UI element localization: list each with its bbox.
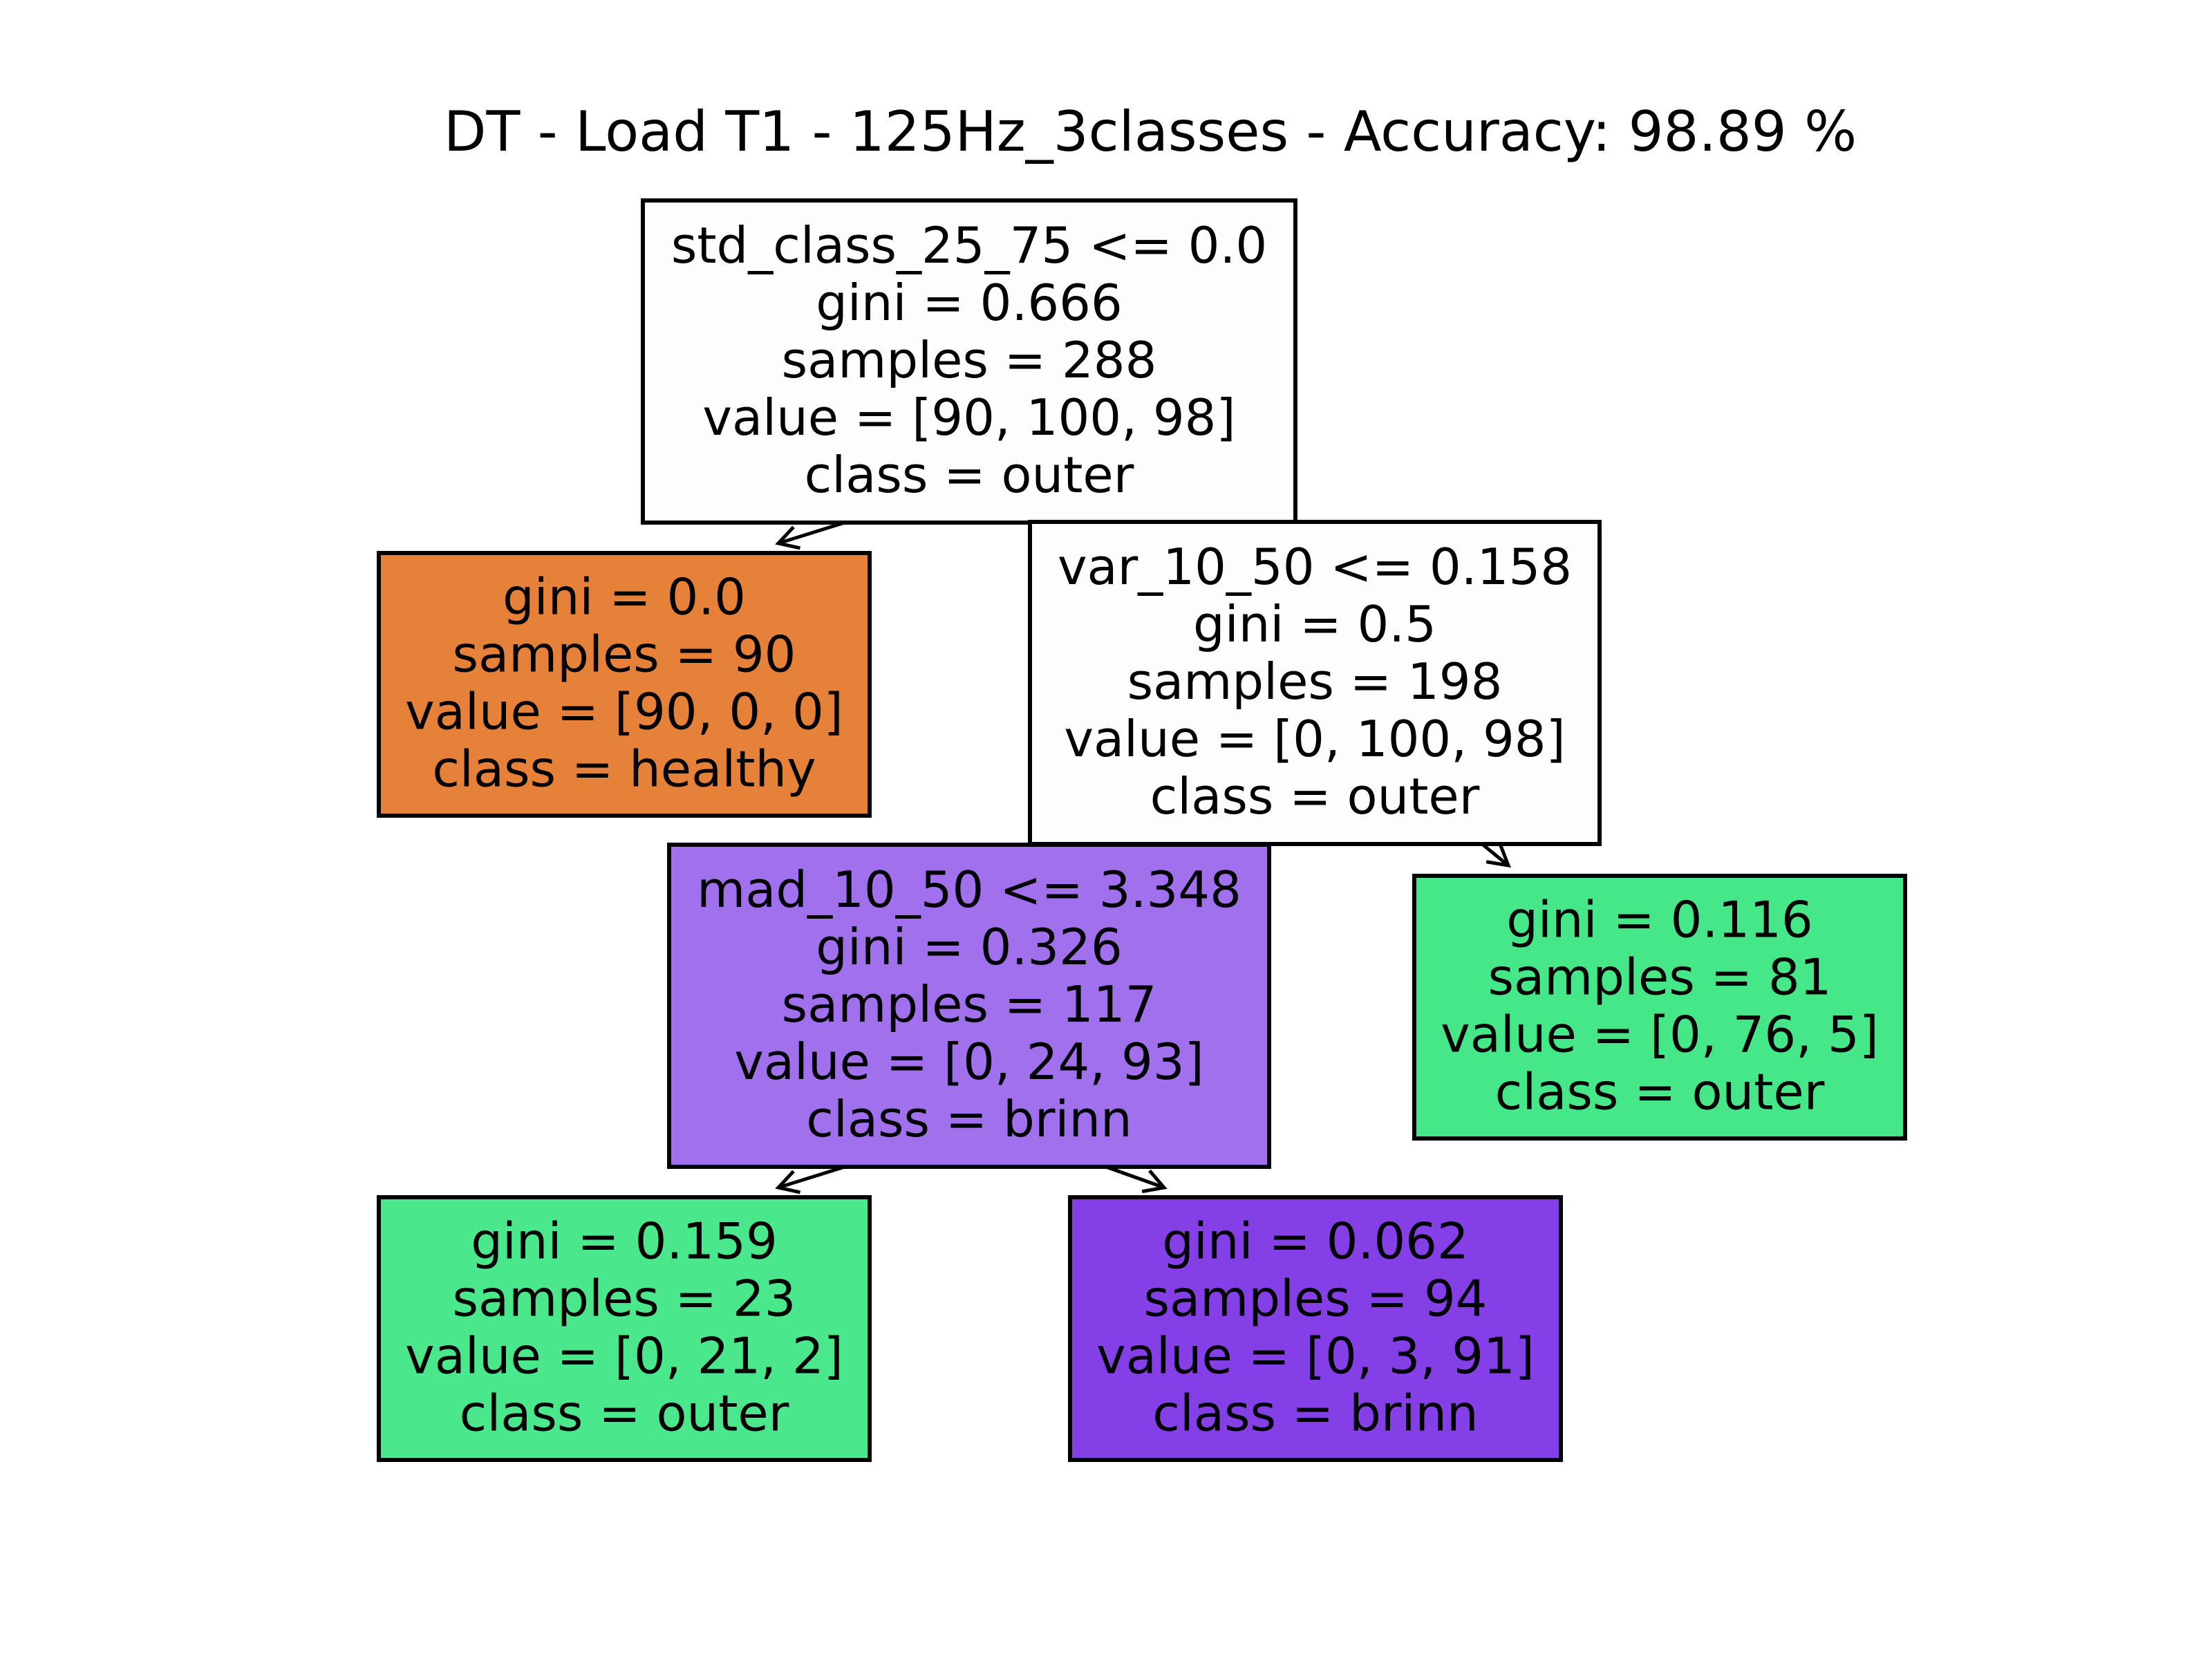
node-class-label: class = healthy (432, 740, 816, 798)
node-value-label: value = [0, 3, 91] (1096, 1327, 1535, 1385)
node-class-label: class = outer (1150, 767, 1480, 825)
edge-line (778, 1165, 845, 1190)
node-samples-label: samples = 23 (452, 1270, 796, 1328)
node-gini-label: gini = 0.062 (1162, 1212, 1469, 1271)
node-gini-label: gini = 0.5 (1193, 595, 1436, 653)
node-box (377, 1195, 872, 1462)
node-box (1068, 1195, 1563, 1462)
node-class-label: class = brinn (806, 1090, 1132, 1148)
node-gini-label: gini = 0.666 (816, 274, 1123, 332)
tree-edge (775, 521, 845, 550)
tree-edge (775, 1165, 845, 1194)
node-gini-label: gini = 0.0 (503, 568, 746, 626)
arrow-head-icon (775, 1170, 801, 1194)
arrow-head-icon (1485, 844, 1511, 868)
edge-line (778, 521, 845, 545)
node-class-label: class = outer (805, 446, 1134, 504)
edge-line (1105, 1165, 1165, 1190)
node-value-label: value = [0, 24, 93] (734, 1033, 1204, 1091)
arrow-head-icon (775, 525, 801, 550)
tree-edge (1481, 843, 1511, 868)
node-samples-label: samples = 81 (1488, 948, 1831, 1006)
tree-edge (1105, 1165, 1168, 1194)
node-samples-label: samples = 117 (782, 975, 1157, 1033)
node-box (667, 843, 1271, 1169)
node-box (1028, 520, 1602, 846)
node-value-label: value = [0, 100, 98] (1064, 710, 1565, 768)
node-split-label: std_class_25_75 <= 0.0 (671, 216, 1267, 274)
node-box (641, 198, 1297, 525)
node-gini-label: gini = 0.116 (1506, 891, 1813, 949)
node-value-label: value = [0, 76, 5] (1441, 1006, 1879, 1064)
node-value-label: value = [90, 100, 98] (702, 388, 1235, 447)
node-gini-label: gini = 0.326 (816, 918, 1123, 976)
node-value-label: value = [90, 0, 0] (405, 683, 843, 741)
node-class-label: class = brinn (1152, 1385, 1478, 1443)
node-samples-label: samples = 198 (1127, 653, 1503, 711)
node-samples-label: samples = 90 (452, 626, 796, 684)
node-samples-label: samples = 94 (1143, 1270, 1487, 1328)
node-split-label: mad_10_50 <= 3.348 (697, 861, 1241, 919)
node-samples-label: samples = 288 (782, 331, 1157, 389)
node-box (1412, 874, 1907, 1141)
node-class-label: class = outer (460, 1385, 789, 1443)
diagram-title: DT - Load T1 - 125Hz_3classes - Accuracy… (444, 100, 1857, 164)
tree-edges (775, 521, 1511, 1194)
node-split-label: var_10_50 <= 0.158 (1058, 538, 1572, 596)
node-value-label: value = [0, 21, 2] (405, 1327, 843, 1385)
node-box (377, 551, 872, 818)
node-class-label: class = outer (1495, 1063, 1825, 1121)
edge-line (1481, 843, 1510, 867)
arrow-head-icon (1141, 1169, 1168, 1194)
node-gini-label: gini = 0.159 (471, 1212, 778, 1271)
